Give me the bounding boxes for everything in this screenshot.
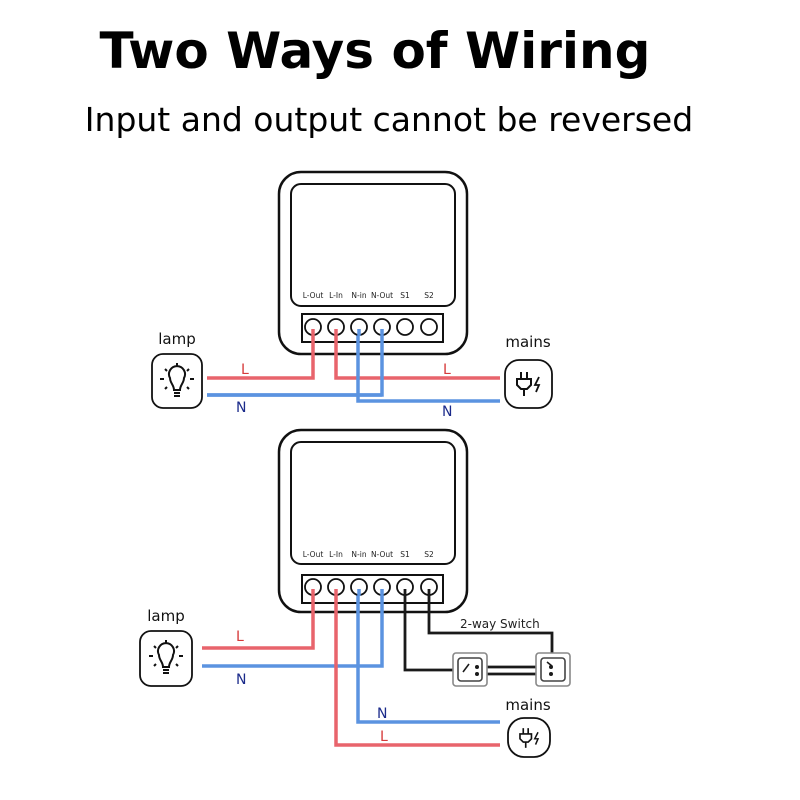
wire-mains-neutral: [356, 588, 500, 724]
wire-lamp-live: [207, 328, 315, 380]
wire-s2: [427, 588, 554, 666]
two-way-switch-label: 2-way Switch: [460, 617, 540, 631]
wall-switch-icon: [452, 652, 488, 687]
diagram-bottom: L-Out L-In N-in N-Out S1 S2: [139, 428, 571, 758]
lamp-label: lamp: [147, 607, 185, 625]
mains-label: mains: [505, 696, 550, 714]
wire-lamp-live: [202, 588, 315, 650]
two-way-switch-2: [535, 652, 571, 687]
terminal-screws: [304, 578, 438, 596]
mains: mains: [505, 696, 551, 758]
wall-switch-icon: [535, 652, 571, 687]
terminal-label-n-out: N-Out: [371, 550, 393, 559]
lamp-box: [139, 630, 193, 687]
lamp-neutral-label: N: [236, 672, 246, 688]
terminal-label-s2: S2: [424, 291, 434, 300]
page-title: Two Ways of Wiring: [99, 22, 651, 80]
wire-lamp-neutral: [202, 588, 384, 668]
terminal-label-s1: S1: [400, 291, 410, 300]
wire-mains-live: [334, 588, 500, 747]
smart-switch-module: L-Out L-In N-in N-Out S1 S2: [277, 170, 469, 356]
wire-s1: [403, 588, 463, 672]
terminal-block: [301, 574, 444, 604]
lamp: lamp: [151, 330, 203, 409]
mains-label: mains: [505, 333, 550, 351]
terminal-label-n-out: N-Out: [371, 291, 393, 300]
module-face: [290, 183, 456, 307]
lamp-label: lamp: [158, 330, 196, 348]
smart-switch-module: L-Out L-In N-in N-Out S1 S2: [277, 428, 469, 614]
mains-live-label: L: [380, 729, 388, 745]
wire-mains-live: [334, 328, 500, 380]
terminal-label-n-in: N-in: [351, 291, 366, 300]
terminal-label-l-out: L-Out: [303, 291, 324, 300]
mains-live-label: L: [443, 362, 451, 378]
mains-box: [507, 717, 551, 758]
diagram-top: L-Out L-In N-in N-Out S1 S2 L N: [151, 170, 553, 420]
terminal-label-s2: S2: [424, 550, 434, 559]
lamp-box: [151, 353, 203, 409]
lamp-live-label: L: [241, 362, 249, 378]
mains-neutral-label: N: [442, 404, 452, 420]
lamp-live-label: L: [236, 629, 244, 645]
terminal-label-l-out: L-Out: [303, 550, 324, 559]
lamp-neutral-label: N: [236, 400, 246, 416]
terminal-s1: [396, 318, 414, 336]
page-subtitle: Input and output cannot be reversed: [84, 100, 694, 139]
terminal-s2: [420, 318, 438, 336]
terminal-label-n-in: N-in: [351, 550, 366, 559]
terminal-label-s1: S1: [400, 550, 410, 559]
mains-box: [504, 359, 553, 409]
wire-mains-neutral: [356, 328, 500, 403]
mains: mains: [504, 333, 553, 409]
module-face: [290, 441, 456, 565]
terminal-label-l-in: L-In: [329, 550, 343, 559]
terminal-screws: [304, 318, 438, 336]
lamp: lamp: [139, 607, 193, 687]
two-way-switch-1: [452, 652, 488, 687]
terminal-block: [301, 313, 444, 343]
mains-neutral-label: N: [377, 706, 387, 722]
terminal-label-l-in: L-In: [329, 291, 343, 300]
